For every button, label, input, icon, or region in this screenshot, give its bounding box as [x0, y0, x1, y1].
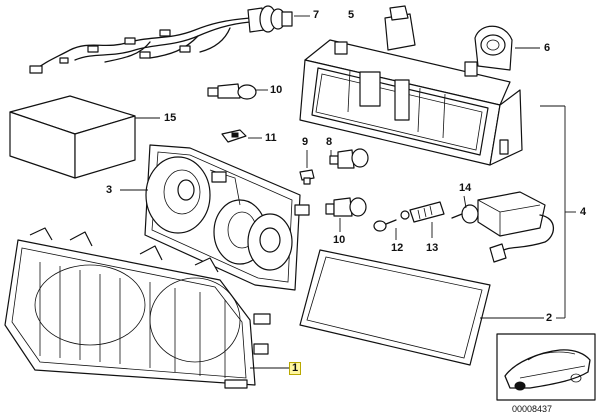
clip-11: [221, 129, 262, 143]
wiring-harness: [29, 5, 310, 74]
screw-12: [373, 219, 397, 240]
bulb-8: [329, 148, 369, 169]
callout-5: 5: [348, 9, 355, 21]
bulb-10-mid: [325, 197, 367, 232]
bulb-9: [299, 150, 315, 185]
callout-3: 3: [106, 184, 113, 196]
car-thumbnail: [496, 333, 596, 401]
callout-10-mid: 10: [333, 234, 346, 246]
callout-13: 13: [426, 242, 439, 254]
gasket: [299, 249, 544, 366]
callout-6: 6: [544, 42, 551, 54]
callout-9: 9: [302, 136, 309, 148]
callout-8: 8: [326, 136, 333, 148]
callout-12: 12: [391, 242, 404, 254]
callout-4: 4: [580, 206, 587, 218]
callout-2: 2: [546, 312, 553, 324]
callout-7: 7: [313, 9, 320, 21]
bulb-10-top: [207, 83, 268, 100]
cover-box: [9, 95, 160, 179]
group-bracket-4: [540, 105, 576, 319]
reflector: [120, 144, 310, 291]
callout-14: 14: [459, 182, 472, 194]
callout-11: 11: [265, 132, 277, 144]
headlight-lens: [4, 227, 290, 389]
diagram-number: 00008437: [512, 404, 553, 414]
adjuster-13: [400, 201, 445, 238]
callout-1[interactable]: 1: [289, 362, 302, 375]
callout-15: 15: [164, 112, 177, 124]
callout-10-top: 10: [270, 84, 283, 96]
leveling-motor-14: [451, 191, 555, 263]
headlight-housing: [299, 5, 540, 166]
